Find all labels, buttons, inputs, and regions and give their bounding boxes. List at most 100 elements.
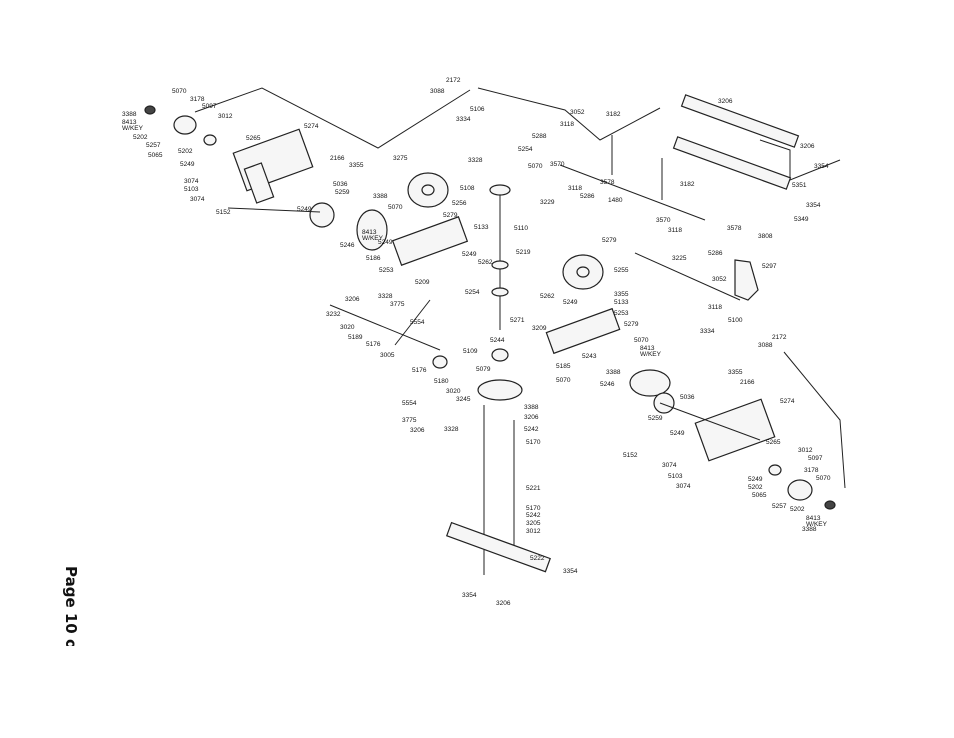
lower-center-assembly — [329, 304, 551, 575]
right-gear-housing — [545, 307, 621, 355]
part-label: 3388 — [802, 526, 817, 533]
left-gearbox-arm — [243, 162, 275, 204]
part-label: 3012 — [798, 447, 813, 454]
part-label: 3206 — [496, 600, 511, 607]
part-label: 5279 — [443, 212, 458, 219]
part-label: 5349 — [794, 216, 809, 223]
part-label: 3775 — [402, 417, 417, 424]
part-label: 3206 — [800, 143, 815, 150]
part-label: 5070 — [556, 377, 571, 384]
part-label: 3355 — [728, 369, 743, 376]
part-label: 5189 — [348, 334, 363, 341]
part-label: 5209 — [415, 279, 430, 286]
part-label: 3354 — [814, 163, 829, 170]
part-label: 5249 — [378, 239, 393, 246]
part-label: 5554 — [410, 319, 425, 326]
part-label: 3245 — [456, 396, 471, 403]
part-label: 5176 — [366, 341, 381, 348]
lower-right-connector — [783, 351, 846, 489]
part-label: 3578 — [600, 179, 615, 186]
part-label: 5152 — [623, 452, 638, 459]
part-label: 5065 — [148, 152, 163, 159]
left-axle — [227, 207, 321, 213]
part-label: 5253 — [614, 310, 629, 317]
part-label: 3354 — [563, 568, 578, 575]
part-label: 8413 — [122, 119, 137, 126]
part-label: 5100 — [728, 317, 743, 324]
part-label: 3275 — [393, 155, 408, 162]
part-label: 5288 — [532, 133, 547, 140]
right-hub — [787, 479, 813, 501]
part-label: 3354 — [806, 202, 821, 209]
right-gearbox-assembly — [629, 369, 836, 510]
lower-collar — [491, 287, 509, 297]
right-bearing — [768, 464, 782, 476]
part-number-labels: 507031785097301233888413W/KEY52025257506… — [122, 77, 831, 607]
part-label: 5180 — [434, 378, 449, 385]
right-axle — [659, 402, 761, 441]
part-label: 5259 — [648, 415, 663, 422]
part-label: 5070 — [634, 337, 649, 344]
part-label: 5202 — [748, 484, 763, 491]
part-label: 5079 — [476, 366, 491, 373]
part-label: 5262 — [478, 259, 493, 266]
part-label: 5265 — [246, 135, 261, 142]
main-frame-bar — [559, 164, 706, 221]
part-label: 3052 — [712, 276, 727, 283]
part-label: 5271 — [510, 317, 525, 324]
right-gearbox-housing — [694, 398, 776, 462]
part-label: 3388 — [524, 404, 539, 411]
part-label: 3012 — [218, 113, 233, 120]
part-label: W/KEY — [362, 235, 384, 242]
part-label: 3570 — [550, 161, 565, 168]
part-label: 5070 — [388, 204, 403, 211]
part-label: 3088 — [430, 88, 445, 95]
part-label: 3012 — [526, 528, 541, 535]
part-label: 5254 — [465, 289, 480, 296]
part-label: 3232 — [326, 311, 341, 318]
part-label: 3205 — [526, 520, 541, 527]
part-label: 5103 — [668, 473, 683, 480]
part-label: 3388 — [606, 369, 621, 376]
part-label: 5097 — [202, 103, 217, 110]
top-pulley-disc — [489, 184, 511, 196]
part-label: 3808 — [758, 233, 773, 240]
part-label: 5242 — [526, 512, 541, 519]
part-label: 5286 — [580, 193, 595, 200]
part-label: 3178 — [804, 467, 819, 474]
part-label: 3074 — [676, 483, 691, 490]
part-label: 3074 — [662, 462, 677, 469]
part-label: W/KEY — [806, 521, 828, 528]
part-label: W/KEY — [640, 351, 662, 358]
part-label: 8413 — [640, 345, 655, 352]
part-label: 3020 — [340, 324, 355, 331]
part-label: 5036 — [333, 181, 348, 188]
part-label: 3355 — [614, 291, 629, 298]
chain-right — [629, 369, 671, 397]
part-label: 3354 — [462, 592, 477, 599]
part-label: 3206 — [410, 427, 425, 434]
part-label: 3206 — [345, 296, 360, 303]
connector-lines — [194, 87, 846, 489]
part-label: 3118 — [708, 304, 722, 311]
part-label: 3225 — [672, 255, 687, 262]
part-label: 5246 — [340, 242, 355, 249]
part-label: 5257 — [146, 142, 161, 149]
part-label: 5257 — [772, 503, 787, 510]
part-label: 5202 — [790, 506, 805, 513]
left-sprocket — [309, 202, 335, 228]
frame-rails — [559, 94, 800, 221]
part-label: 3328 — [444, 426, 459, 433]
part-label: 5279 — [624, 321, 639, 328]
part-label: 2166 — [740, 379, 755, 386]
part-label: 5297 — [762, 263, 777, 270]
part-label: 8413 — [362, 229, 377, 236]
part-label: 5186 — [366, 255, 381, 262]
part-label: 3182 — [606, 111, 621, 118]
part-label: 5222 — [530, 555, 545, 562]
part-label: W/KEY — [122, 125, 144, 132]
part-label: 3052 — [570, 109, 585, 116]
part-label: 5176 — [412, 367, 427, 374]
right-connector — [759, 139, 841, 181]
